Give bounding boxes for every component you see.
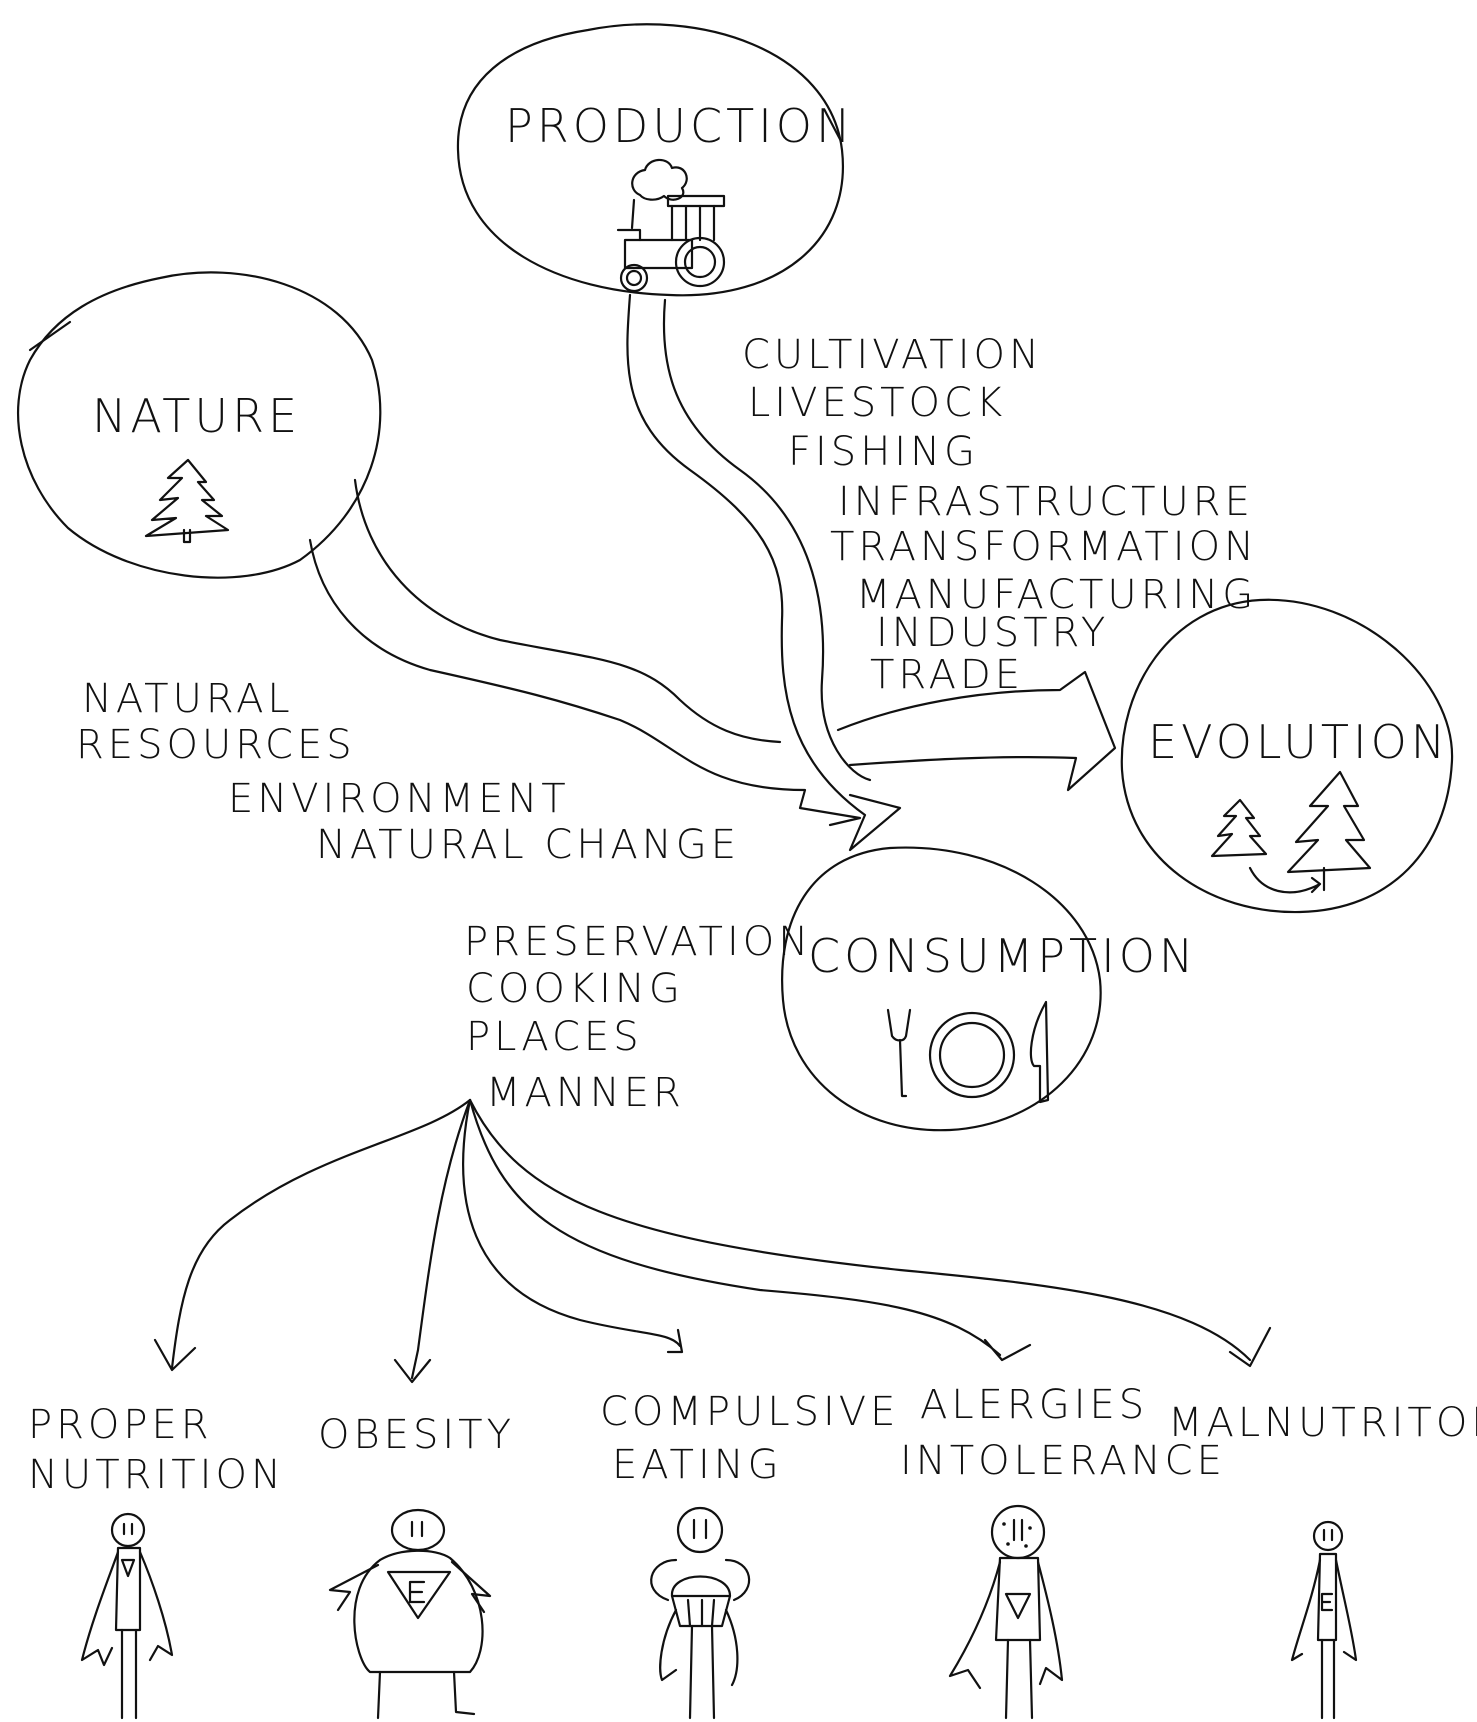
production-node: PRODUCTION: [456, 23, 854, 297]
production-to-consumption-arrow: [626, 293, 902, 852]
consumption-to-evolution-arrow: [836, 670, 1117, 792]
consumption-node: CONSUMPTION: [781, 846, 1197, 1132]
production-label: PRODUCTION: [505, 99, 854, 153]
outcome-label-line-1: ALERGIES: [920, 1382, 1148, 1428]
tractor-icon: [616, 158, 726, 293]
outcome-label-line-2: NUTRITION: [28, 1452, 285, 1498]
outcome-label-line-1: OBESITY: [318, 1412, 515, 1458]
factor-cultivation: CULTIVATION: [742, 332, 1043, 378]
factor-transformation: TRANSFORMATION: [830, 524, 1258, 570]
nature-node: NATURE: [17, 271, 382, 579]
plate-fork-knife-icon: [886, 1000, 1050, 1104]
nature-label: NATURE: [92, 389, 301, 443]
factor-preservation: PRESERVATION: [464, 919, 812, 965]
factor-places: PLACES: [466, 1014, 643, 1060]
outcome-allergies-intolerance: ALERGIES INTOLERANCE: [900, 1382, 1226, 1720]
factor-cooking: COOKING: [466, 966, 684, 1012]
malnourished-person-icon: [1290, 1520, 1358, 1720]
outcome-label-line-1: PROPER: [28, 1402, 213, 1448]
consumption-factors: PRESERVATION COOKING PLACES MANNER: [464, 919, 812, 1116]
outcome-arrows: [153, 1098, 1272, 1384]
growing-trees-icon: [1210, 770, 1372, 894]
evolution-node: EVOLUTION: [1120, 598, 1454, 914]
outcome-label-line-1: COMPULSIVE: [600, 1389, 899, 1435]
factor-infrastructure: INFRASTRUCTURE: [838, 479, 1254, 525]
allergic-person-icon: [948, 1504, 1064, 1720]
factor-resources: RESOURCES: [76, 722, 356, 768]
obese-person-icon: [328, 1508, 492, 1720]
outcome-obesity: OBESITY: [318, 1412, 515, 1720]
nature-factors: NATURAL RESOURCES ENVIRONMENT NATURAL CH…: [76, 676, 740, 868]
outcome-proper-nutrition: PROPER NUTRITION: [28, 1402, 285, 1720]
eating-person-icon: [650, 1506, 751, 1720]
factor-fishing: FISHING: [788, 429, 979, 475]
evolution-label: EVOLUTION: [1148, 715, 1449, 769]
factor-livestock: LIVESTOCK: [748, 380, 1006, 426]
factor-trade: TRADE: [870, 652, 1024, 698]
nature-to-consumption-arrow: [308, 478, 862, 827]
production-factors: CULTIVATION LIVESTOCK FISHING INFRASTRUC…: [742, 332, 1258, 698]
outcome-malnutrition: MALNUTRITON: [1168, 1400, 1477, 1720]
outcome-label-line-1: MALNUTRITON: [1168, 1400, 1477, 1446]
factor-manufacturing: MANUFACTURING: [856, 572, 1257, 618]
factor-environment: ENVIRONMENT: [228, 776, 570, 822]
tree-icon: [144, 458, 230, 544]
factor-natural-change: NATURAL CHANGE: [316, 822, 740, 868]
factor-natural: NATURAL: [82, 676, 294, 722]
factor-manner: MANNER: [486, 1070, 685, 1116]
outcome-label-line-2: INTOLERANCE: [900, 1438, 1226, 1484]
outcome-compulsive-eating: COMPULSIVE EATING: [600, 1389, 899, 1720]
thin-person-icon: [80, 1512, 174, 1720]
outcome-label-line-2: EATING: [612, 1442, 783, 1488]
factor-industry: INDUSTRY: [876, 610, 1109, 656]
consumption-label: CONSUMPTION: [808, 929, 1197, 983]
